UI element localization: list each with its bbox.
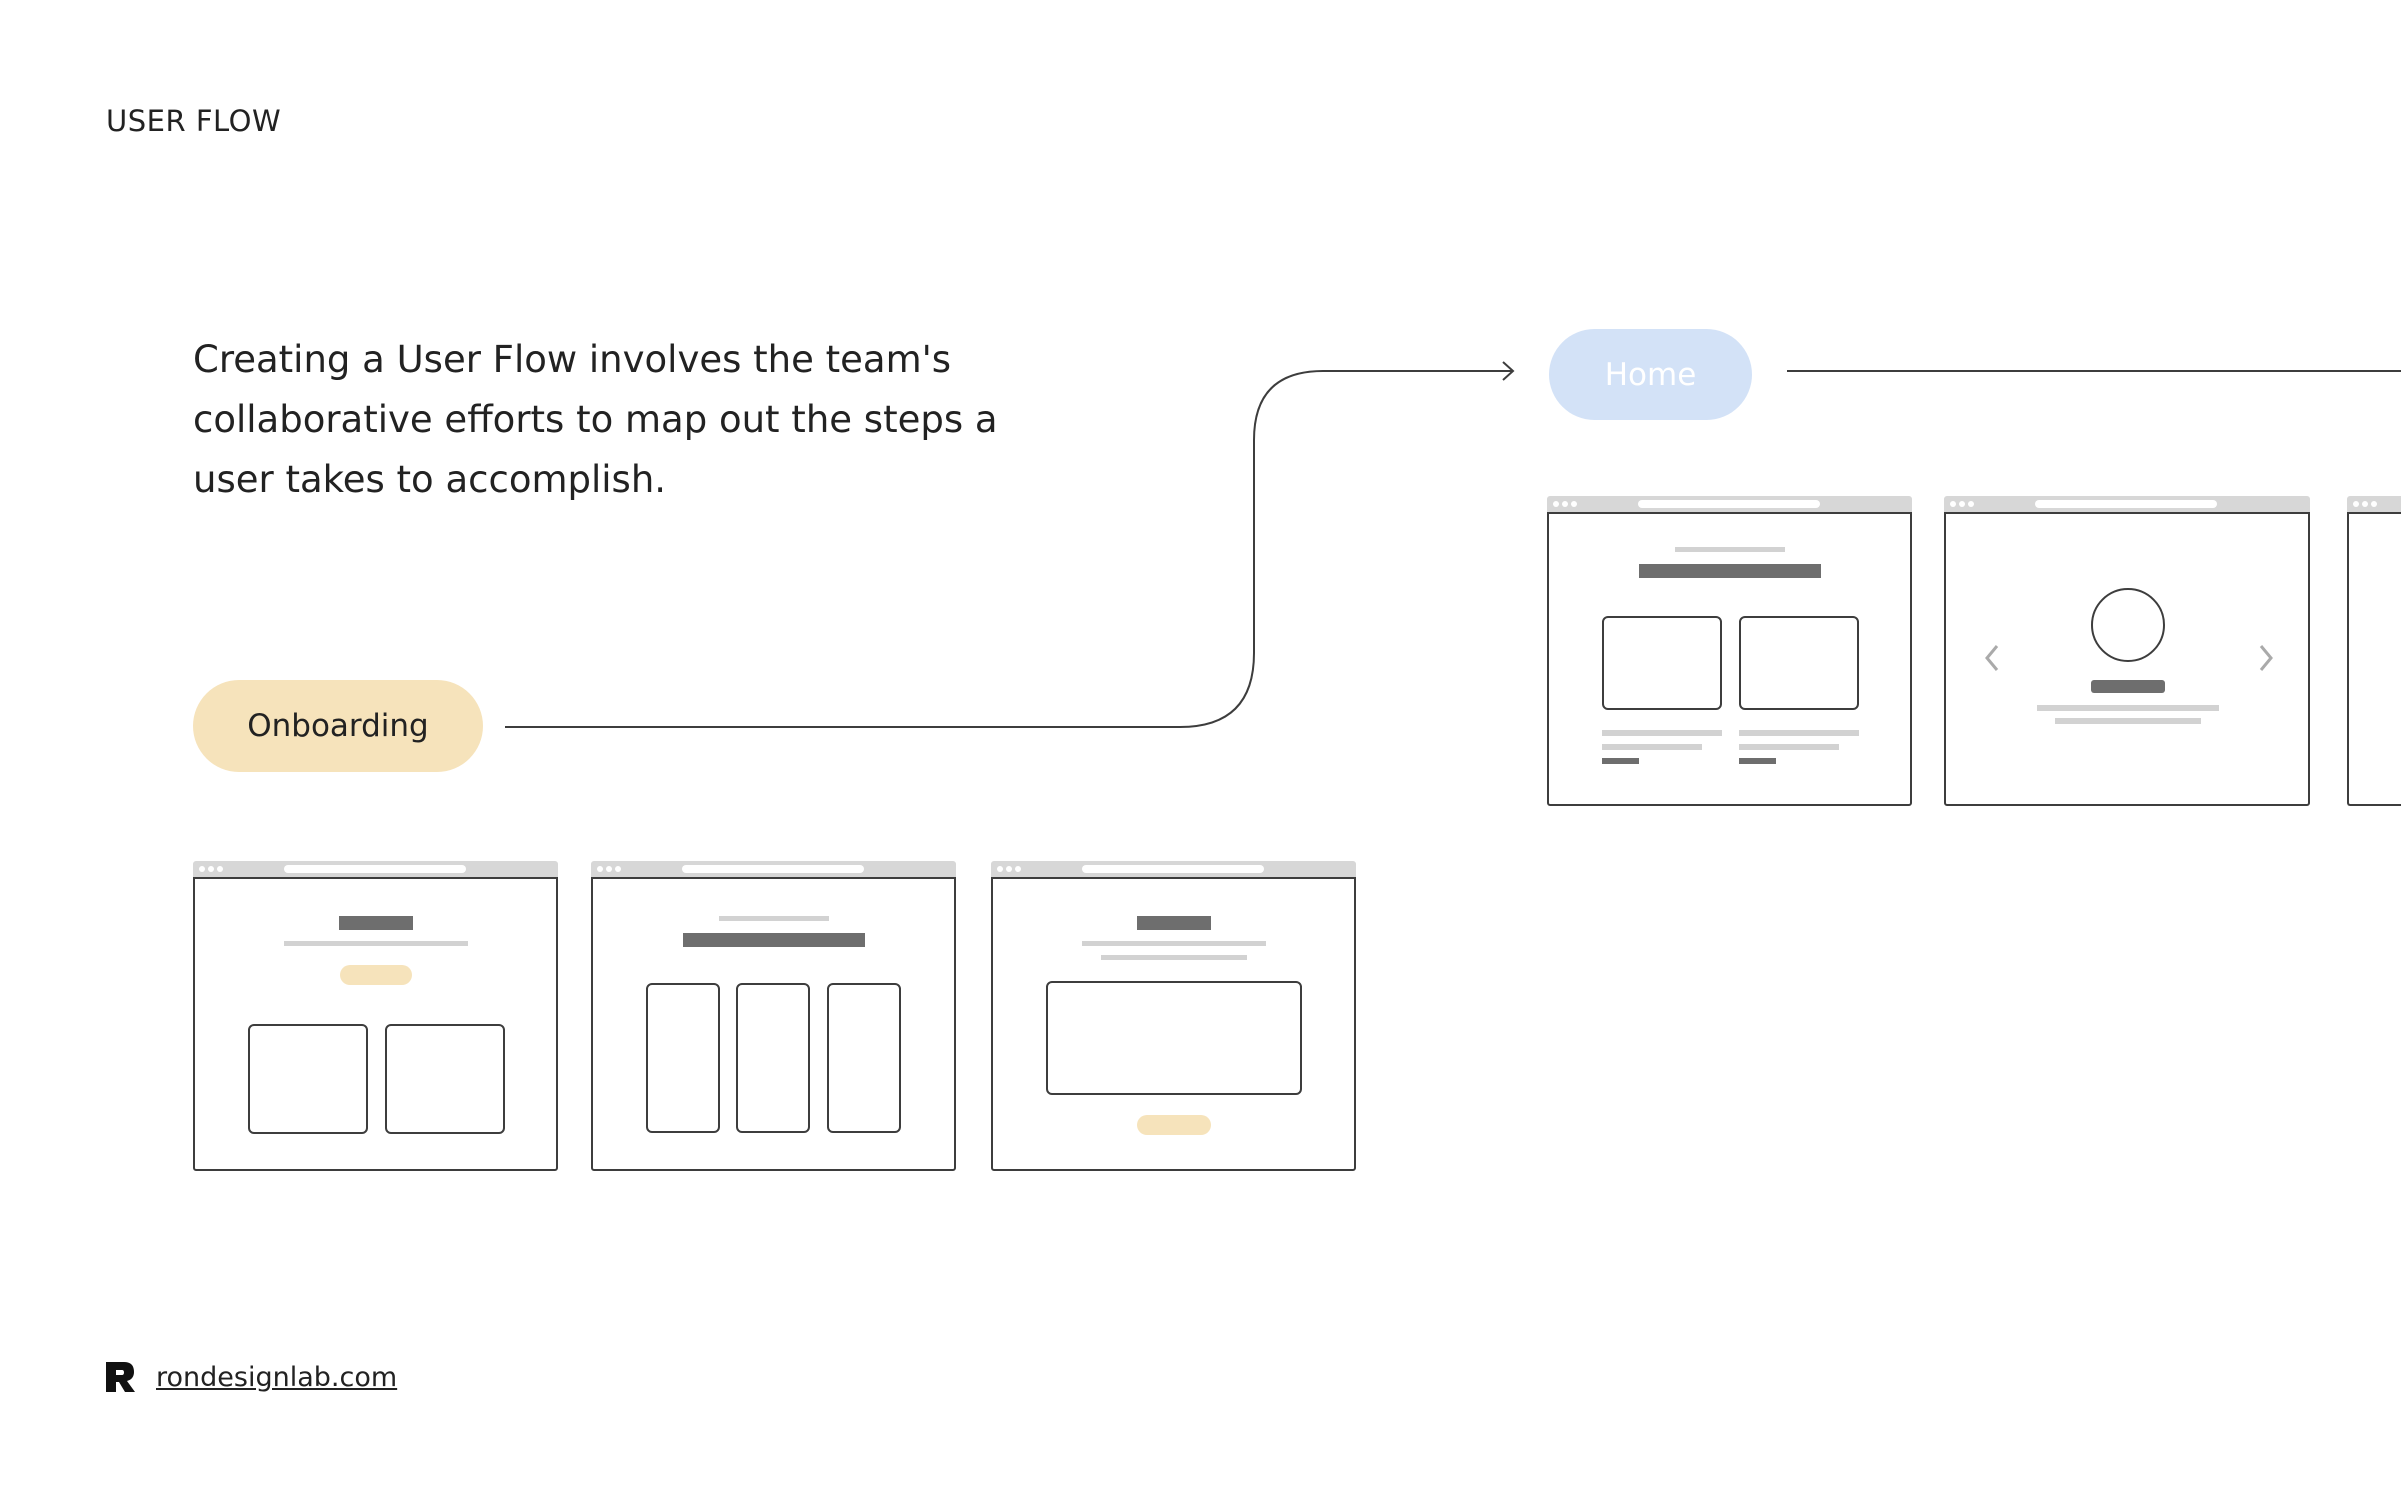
flow-step-onboarding: Onboarding — [193, 680, 483, 772]
arrow-head-icon — [1502, 361, 1515, 381]
browser-bar — [1547, 496, 1912, 512]
website-link[interactable]: rondesignlab.com — [156, 1361, 398, 1393]
avatar — [2091, 588, 2165, 662]
browser-bar — [193, 861, 558, 877]
wireframe-home-1 — [1547, 496, 1912, 806]
wireframe-onboarding-1 — [193, 861, 558, 1171]
wireframe-home-3 — [2347, 496, 2401, 806]
wireframe-onboarding-3 — [991, 861, 1356, 1171]
wireframe-onboarding-2 — [591, 861, 956, 1171]
browser-bar — [591, 861, 956, 877]
footer: rondesignlab.com — [104, 1360, 397, 1394]
browser-bar — [2347, 496, 2401, 512]
browser-bar — [991, 861, 1356, 877]
flow-step-home: Home — [1549, 329, 1752, 420]
wireframe-home-2 — [1944, 496, 2310, 806]
rondesignlab-logo-icon — [106, 1362, 135, 1392]
section-label: USER FLOW — [106, 104, 282, 138]
chevron-right-icon — [2259, 645, 2273, 671]
browser-bar — [1944, 496, 2310, 512]
chevron-left-icon — [1985, 645, 1999, 671]
intro-text: Creating a User Flow involves the team's… — [193, 338, 998, 501]
